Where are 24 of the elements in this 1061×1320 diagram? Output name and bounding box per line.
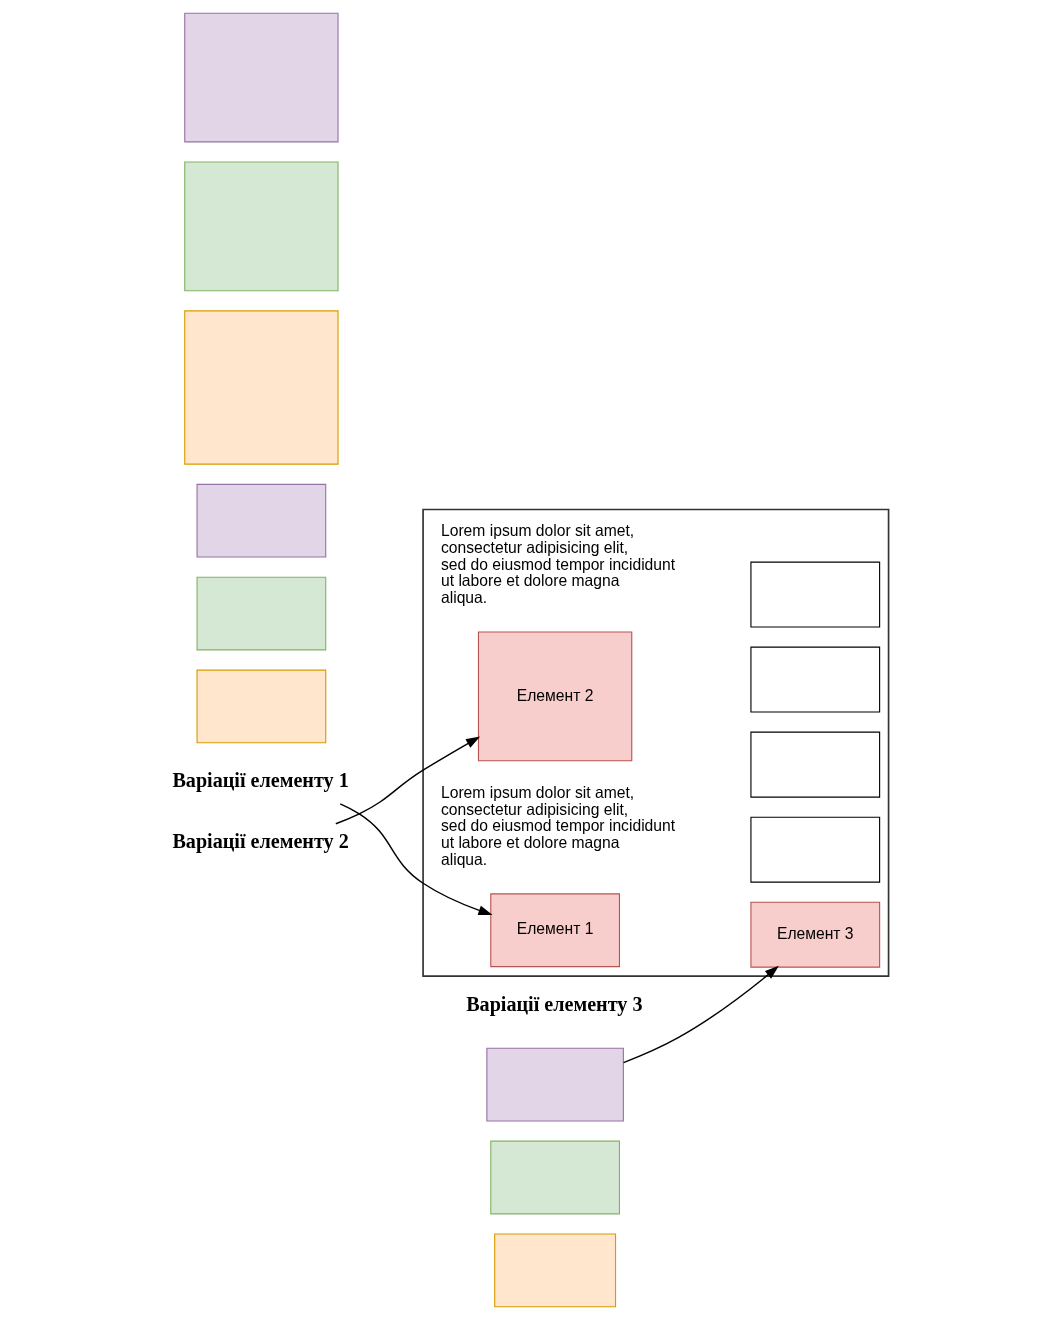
node-box: [750, 731, 881, 798]
node-box: [196, 576, 327, 651]
node-box: Елемент 3: [750, 901, 881, 968]
node-box: [184, 12, 339, 143]
node-box: [494, 1233, 617, 1308]
node-box: [486, 1047, 624, 1122]
node-box: [490, 1140, 620, 1215]
arrow: [622, 965, 779, 1064]
node-box: [184, 161, 339, 292]
arrow: [339, 803, 493, 916]
label: Lorem ipsum dolor sit amet, consectetur adipisicing elit, sed do eiusmod tempor incididunt ut labore et dolore magna aliqua.: [440, 522, 676, 607]
label: Lorem ipsum dolor sit amet, consectetur adipisicing elit, sed do eiusmod tempor incididunt ut labore et dolore magna aliqua.: [440, 783, 676, 868]
node-box: [196, 669, 327, 744]
node-box: [196, 483, 327, 558]
label: Варіації елементу 3: [466, 993, 643, 1016]
arrow: [335, 736, 481, 825]
node-box: Елемент 1: [490, 893, 620, 968]
node-box: [750, 646, 881, 713]
node-box: [750, 816, 881, 883]
node-box: [184, 310, 339, 465]
node-box: [750, 561, 881, 628]
node-text: Варіації елементу 2: [172, 829, 349, 852]
node-text: Варіації елементу 1: [172, 769, 349, 792]
node-box: Елемент 2: [477, 631, 633, 762]
